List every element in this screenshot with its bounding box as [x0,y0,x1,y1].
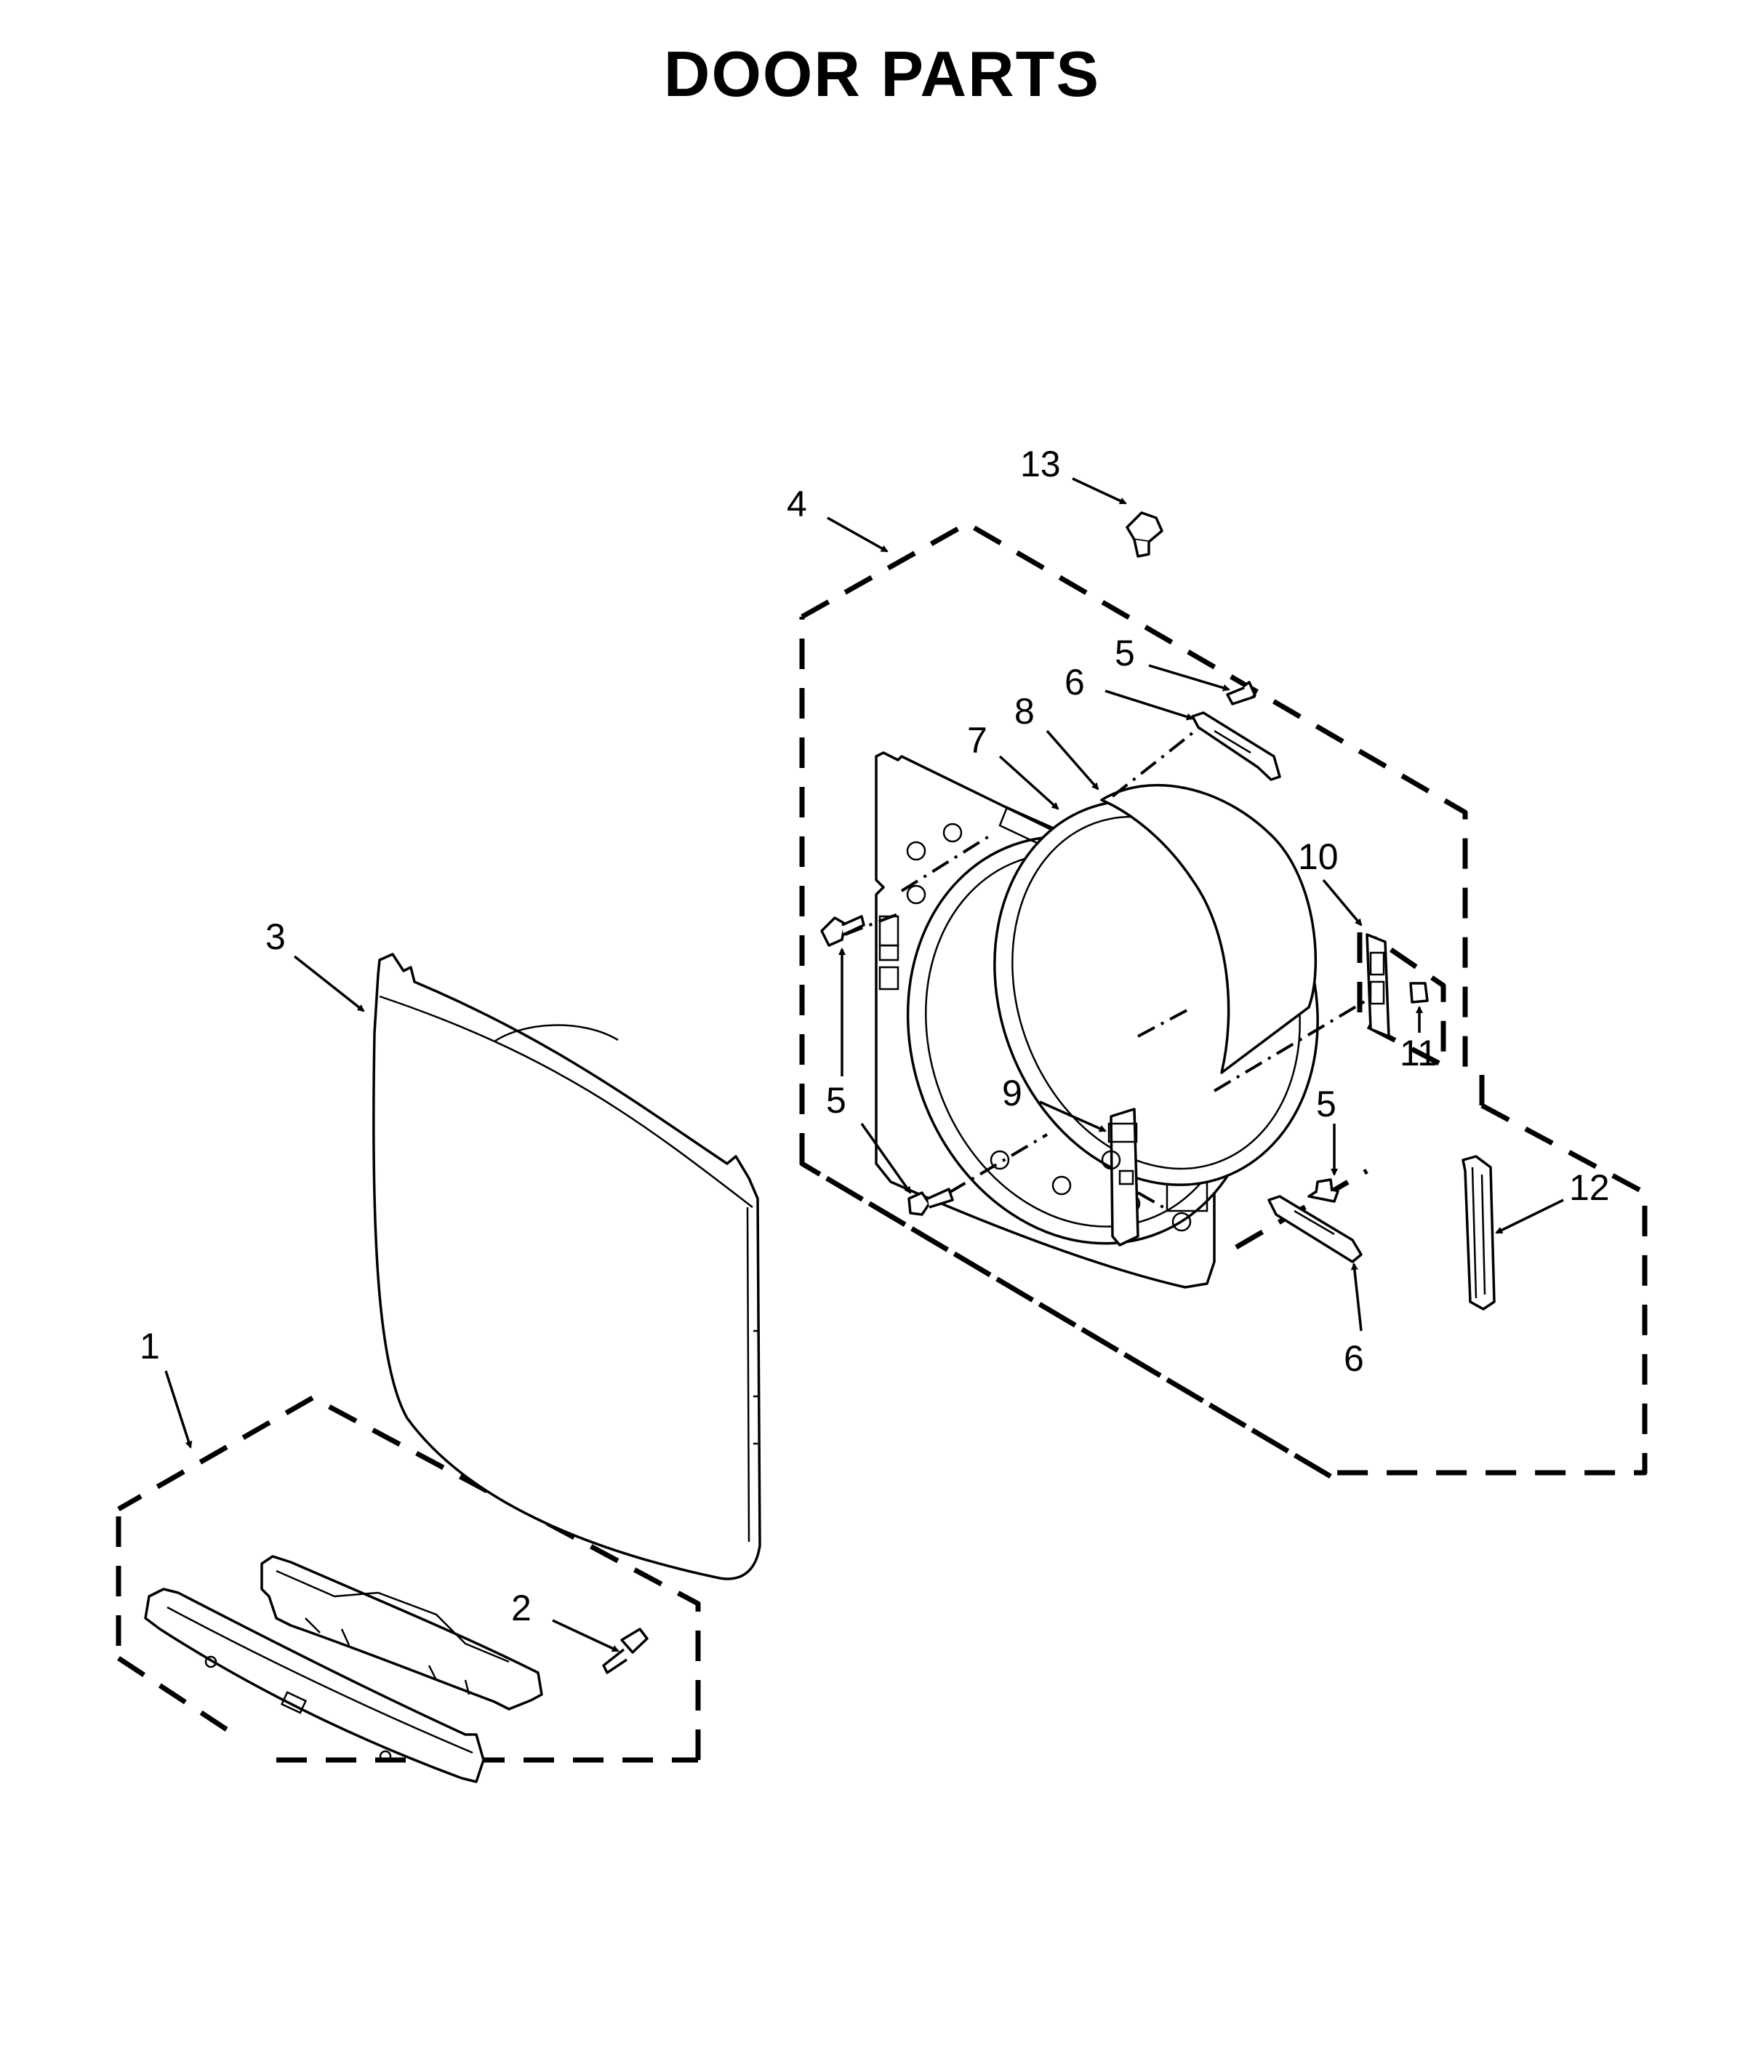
callout-5-right: 5 [1316,1084,1336,1124]
leader-7 [998,755,1059,810]
leader-5-left-lower [860,1122,912,1194]
callout-12: 12 [1569,1167,1610,1208]
plug-button [1126,511,1163,558]
callout-9: 9 [1002,1073,1022,1113]
alignment-line-b [900,835,990,892]
leader-5-top [1148,664,1230,692]
alignment-line-e [1137,1191,1164,1209]
leader-3 [293,955,365,1012]
leader-8 [1046,729,1099,791]
door-glass [1100,783,1318,1074]
hinge-bracket-upper [1191,711,1281,781]
hinge-cover [1462,1155,1496,1311]
leader-6-bottom [1350,1263,1363,1332]
leader-1 [164,1370,193,1449]
leader-9 [1039,1100,1107,1132]
leader-6-top [1104,689,1194,721]
callout-13: 13 [1020,444,1061,484]
callout-11: 11 [1400,1033,1438,1073]
hinge-plate [1101,1108,1139,1247]
callout-10: 10 [1298,836,1339,877]
callout-6-bottom: 6 [1344,1338,1364,1379]
door-strike-bracket [1366,933,1390,1038]
callout-5-top: 5 [1115,633,1135,673]
leader-4 [827,516,889,553]
callout-1: 1 [140,1326,160,1367]
callout-7: 7 [967,720,987,761]
leader-12 [1495,1199,1564,1234]
callout-8: 8 [1014,691,1035,732]
callout-6-top: 6 [1065,662,1085,703]
leader-13 [1072,477,1127,505]
handle-bracket [260,1555,543,1711]
callout-4: 4 [787,484,807,524]
diagram-title: DOOR PARTS [664,38,1100,110]
screw-left-lower [907,1188,954,1216]
callout-5-left: 5 [826,1080,846,1121]
leader-10 [1322,879,1363,927]
callout-2: 2 [511,1588,532,1628]
group-boundary-10 [1357,932,1446,1068]
alignment-line-g [1213,999,1368,1092]
alignment-line-f [1137,1006,1193,1038]
door-handle [144,1588,485,1783]
alignment-line-a [844,911,902,936]
callout-3: 3 [265,916,286,957]
screw-item-2 [602,1628,649,1674]
latch-clip [1409,982,1429,1004]
screw-lower-right [1307,1178,1339,1203]
group-boundary-1 [116,1395,701,1763]
hinge-bracket-lower [1267,1195,1363,1263]
outer-door-panel [372,953,761,1580]
alignment-line-c [1111,726,1201,798]
leader-2 [552,1619,620,1652]
screw-upper [1226,681,1256,705]
